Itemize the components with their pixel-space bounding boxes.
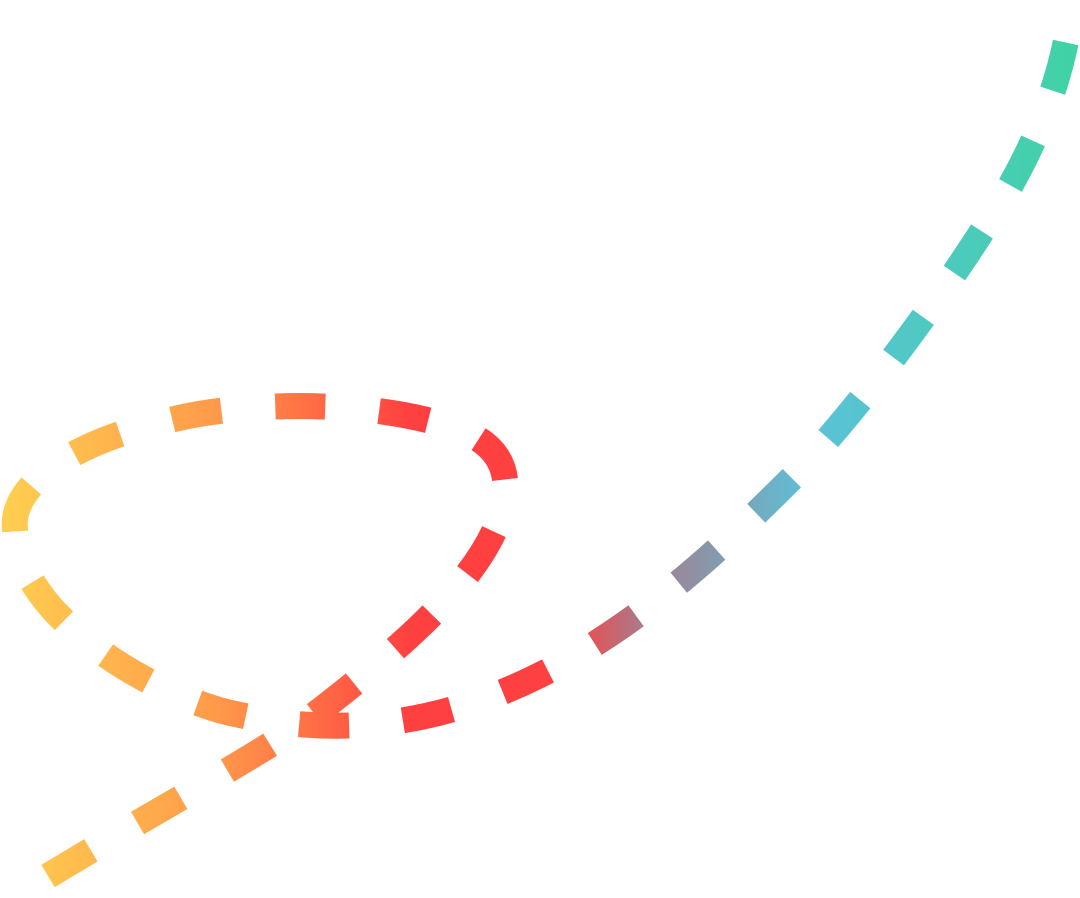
dashed-loop-path bbox=[1, 17, 1080, 888]
